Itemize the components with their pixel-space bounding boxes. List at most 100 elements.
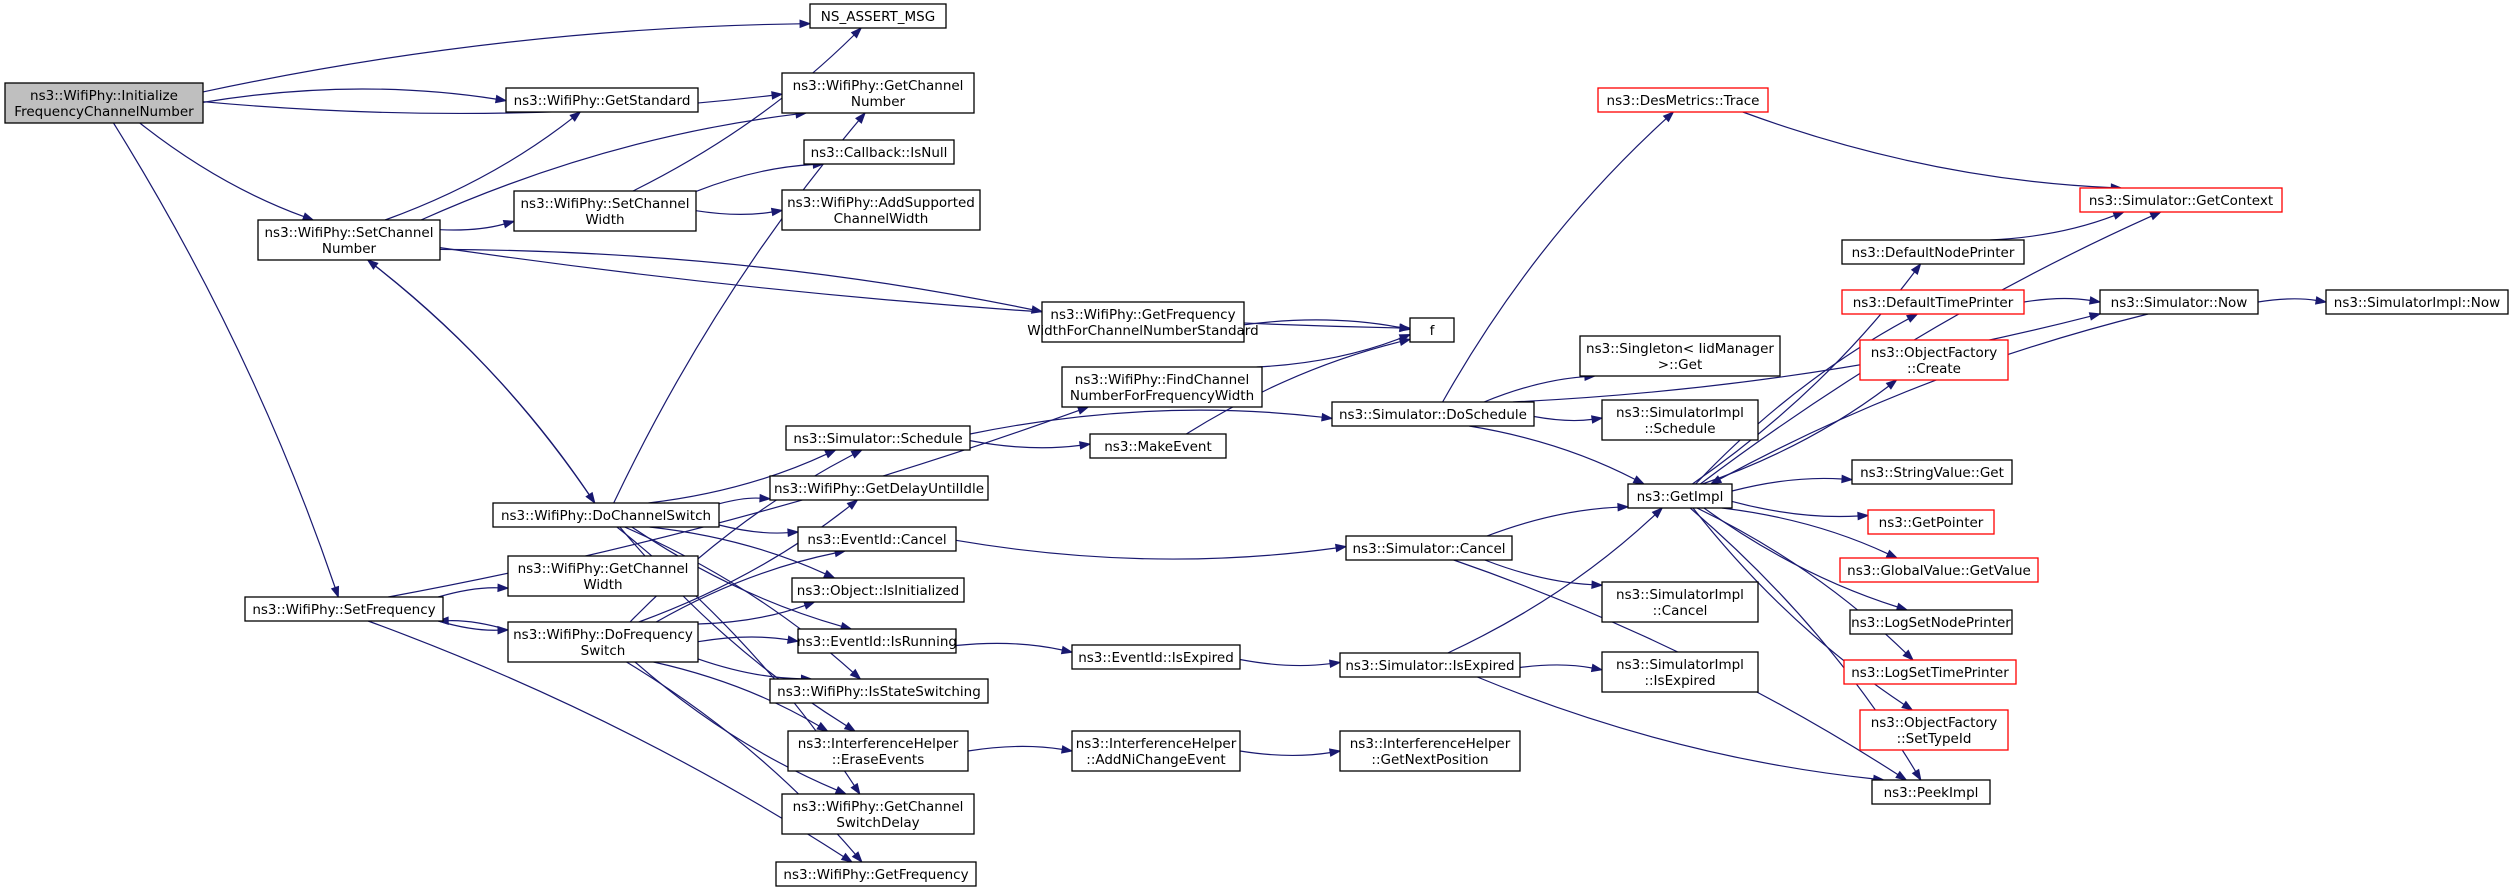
node-box bbox=[797, 526, 957, 552]
node-simImplIsExp[interactable]: ns3::SimulatorImpl::IsExpired bbox=[1601, 651, 1759, 693]
node-getCtx[interactable]: ns3::Simulator::GetContext bbox=[2079, 187, 2283, 213]
edge-simDoSch-to-desTrace bbox=[1442, 111, 1675, 403]
node-simDoSch[interactable]: ns3::Simulator::DoSchedule bbox=[1331, 401, 1535, 427]
edge-evExp-to-simIsExp bbox=[1239, 658, 1342, 668]
node-box bbox=[787, 730, 969, 772]
node-label: ns3::WifiPhy::GetStandard bbox=[514, 93, 691, 109]
edge-evCancel-to-simCancel bbox=[955, 539, 1348, 560]
node-label: ns3::WifiPhy::SetChannel bbox=[265, 225, 434, 241]
node-evRun[interactable]: ns3::EventId::IsRunning bbox=[797, 628, 957, 654]
node-simImplSch[interactable]: ns3::SimulatorImpl::Schedule bbox=[1601, 399, 1759, 441]
node-box bbox=[775, 861, 977, 887]
node-objFCreate[interactable]: ns3::ObjectFactory::Create bbox=[1859, 339, 2009, 381]
node-box bbox=[1089, 433, 1227, 459]
node-evExp[interactable]: ns3::EventId::IsExpired bbox=[1071, 644, 1241, 670]
node-label: ns3::Simulator::Now bbox=[2111, 295, 2248, 311]
node-box bbox=[781, 72, 975, 114]
node-schedule[interactable]: ns3::Simulator::Schedule bbox=[785, 425, 971, 451]
node-box bbox=[781, 189, 981, 231]
node-evCancel[interactable]: ns3::EventId::Cancel bbox=[797, 526, 957, 552]
node-simImplCancel[interactable]: ns3::SimulatorImpl::Cancel bbox=[1601, 581, 1759, 623]
node-addNi[interactable]: ns3::InterferenceHelper::AddNiChangeEven… bbox=[1071, 730, 1241, 772]
edge-simIsExp-to-peek bbox=[1477, 676, 1886, 784]
node-peek[interactable]: ns3::PeekImpl bbox=[1871, 779, 1991, 805]
node-box bbox=[1579, 335, 1781, 377]
edge-defTime-to-simNow bbox=[2023, 296, 2102, 305]
node-objInit[interactable]: ns3::Object::IsInitialized bbox=[791, 577, 965, 603]
node-logNode[interactable]: ns3::LogSetNodePrinter bbox=[1849, 609, 2013, 635]
node-desTrace[interactable]: ns3::DesMetrics::Trace bbox=[1597, 87, 1769, 113]
node-getFreq[interactable]: ns3::WifiPhy::GetFrequency bbox=[775, 861, 977, 887]
node-box bbox=[1839, 557, 2039, 583]
node-assert[interactable]: NS_ASSERT_MSG bbox=[809, 3, 947, 29]
node-box bbox=[769, 678, 989, 704]
node-box bbox=[1071, 730, 1241, 772]
node-label: ns3::ObjectFactory bbox=[1871, 715, 1998, 731]
nodes-layer: ns3::WifiPhy::InitializeFrequencyChannel… bbox=[4, 3, 2509, 887]
edge-schedule-to-makeEv bbox=[969, 440, 1092, 450]
node-box bbox=[1601, 399, 1759, 441]
node-box bbox=[1601, 581, 1759, 623]
node-erase[interactable]: ns3::InterferenceHelper::EraseEvents bbox=[787, 730, 969, 772]
node-label: ::GetNextPosition bbox=[1371, 752, 1488, 768]
node-singleton[interactable]: ns3::Singleton< IidManager>::Get bbox=[1579, 335, 1781, 377]
node-doChSw[interactable]: ns3::WifiPhy::DoChannelSwitch bbox=[492, 502, 720, 528]
node-label: ns3::WifiPhy::SetFrequency bbox=[252, 602, 435, 618]
edge-addNi-to-getNextPos bbox=[1239, 748, 1342, 757]
node-box bbox=[244, 596, 444, 622]
node-getStd[interactable]: ns3::WifiPhy::GetStandard bbox=[505, 87, 699, 113]
edge-getFW-to-f bbox=[1243, 319, 1412, 332]
node-label: ns3::WifiPhy::GetChannel bbox=[518, 561, 689, 577]
node-setFreq[interactable]: ns3::WifiPhy::SetFrequency bbox=[244, 596, 444, 622]
node-getImpl[interactable]: ns3::GetImpl bbox=[1627, 483, 1733, 509]
node-logTime[interactable]: ns3::LogSetTimePrinter bbox=[1843, 659, 2017, 685]
edge-simNow-to-getImpl bbox=[1709, 313, 2149, 485]
node-label: ns3::Simulator::IsExpired bbox=[1345, 658, 1514, 674]
node-strGet[interactable]: ns3::StringValue::Get bbox=[1851, 459, 2013, 485]
node-cbNull[interactable]: ns3::Callback::IsNull bbox=[803, 139, 955, 165]
node-getPtr[interactable]: ns3::GetPointer bbox=[1867, 509, 1995, 535]
node-objFSet[interactable]: ns3::ObjectFactory::SetTypeId bbox=[1859, 709, 2009, 751]
edge-getImpl-to-defTime bbox=[1695, 313, 1919, 485]
edge-simDoSch-to-simImplSch bbox=[1533, 415, 1604, 424]
node-label: ns3::Simulator::Cancel bbox=[1352, 541, 1505, 557]
node-simImplNow[interactable]: ns3::SimulatorImpl::Now bbox=[2325, 289, 2509, 315]
node-simIsExp[interactable]: ns3::Simulator::IsExpired bbox=[1339, 652, 1521, 678]
node-box bbox=[809, 3, 947, 29]
node-box bbox=[1345, 535, 1513, 561]
node-label: ns3::InterferenceHelper bbox=[1350, 736, 1511, 752]
edge-setChW-to-addSup bbox=[695, 207, 784, 217]
node-root[interactable]: ns3::WifiPhy::InitializeFrequencyChannel… bbox=[4, 82, 204, 124]
node-box bbox=[4, 82, 204, 124]
edge-defNode-to-getCtx bbox=[1990, 211, 2126, 241]
node-label: ns3::PeekImpl bbox=[1884, 785, 1979, 801]
node-defNode[interactable]: ns3::DefaultNodePrinter bbox=[1841, 239, 2025, 265]
node-simCancel[interactable]: ns3::Simulator::Cancel bbox=[1345, 535, 1513, 561]
edge-doChSw-to-getChNum bbox=[613, 111, 867, 504]
node-defTime[interactable]: ns3::DefaultTimePrinter bbox=[1841, 289, 2025, 315]
node-findCh[interactable]: ns3::WifiPhy::FindChannelNumberForFreque… bbox=[1061, 366, 1263, 408]
node-label: NumberForFrequencyWidth bbox=[1070, 388, 1254, 404]
node-box bbox=[1597, 87, 1769, 113]
node-f[interactable]: f bbox=[1409, 317, 1455, 343]
node-getNextPos[interactable]: ns3::InterferenceHelper::GetNextPosition bbox=[1339, 730, 1521, 772]
node-label: ns3::Object::IsInitialized bbox=[797, 583, 959, 599]
node-box bbox=[492, 502, 720, 528]
node-isStSw[interactable]: ns3::WifiPhy::IsStateSwitching bbox=[769, 678, 989, 704]
node-box bbox=[769, 475, 989, 501]
node-getFW[interactable]: ns3::WifiPhy::GetFrequencyWidthForChanne… bbox=[1027, 301, 1259, 343]
node-getDelayIdle[interactable]: ns3::WifiPhy::GetDelayUntilIdle bbox=[769, 475, 989, 501]
node-box bbox=[1409, 317, 1455, 343]
node-box bbox=[1601, 651, 1759, 693]
node-simNow[interactable]: ns3::Simulator::Now bbox=[2099, 289, 2259, 315]
node-box bbox=[1859, 339, 2009, 381]
node-makeEv[interactable]: ns3::MakeEvent bbox=[1089, 433, 1227, 459]
node-gvGet[interactable]: ns3::GlobalValue::GetValue bbox=[1839, 557, 2039, 583]
